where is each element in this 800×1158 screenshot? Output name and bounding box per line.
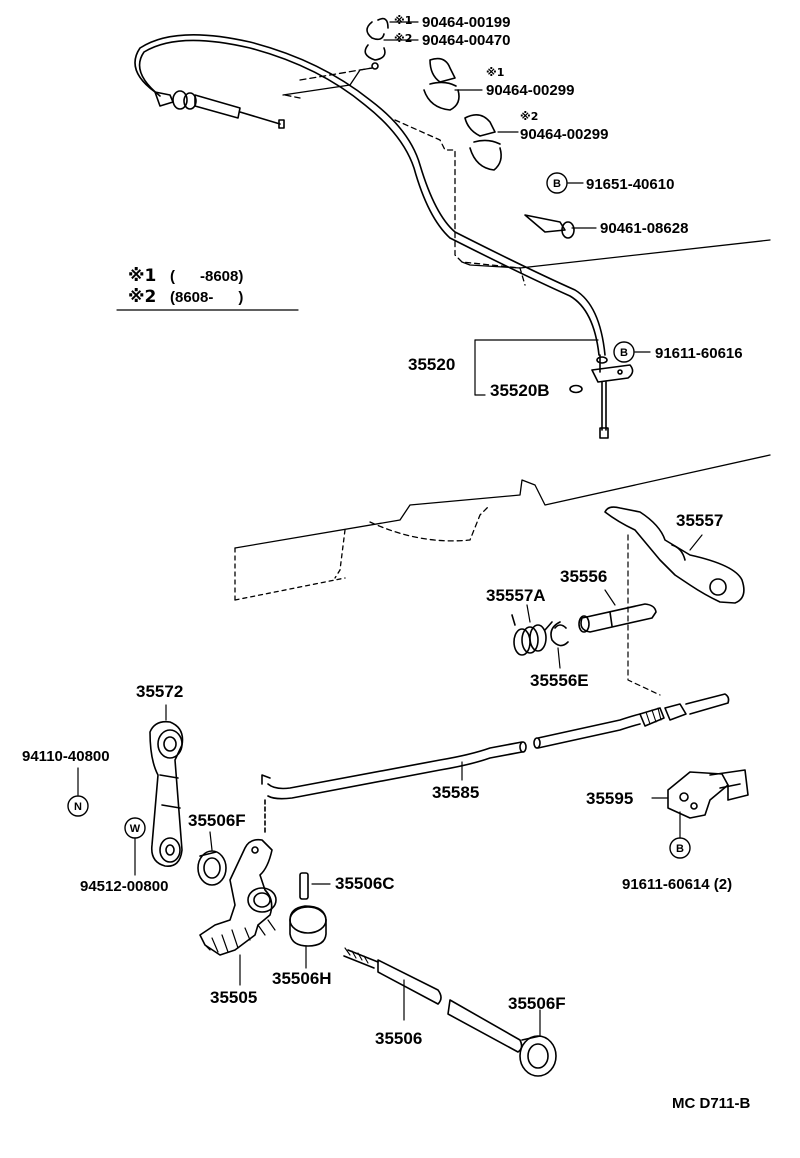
body-outline [234,67,771,601]
label-35520: 35520 [408,355,455,374]
leader-lines-top [116,21,651,396]
label-35572: 35572 [136,682,183,701]
clamp-90464-00299-b [464,114,502,171]
bolt-90461-08628 [524,214,575,239]
label-91651-40610: 91651-40610 [586,176,674,193]
star2-mark-00299: ※2 [520,110,538,123]
shift-cable [134,34,634,439]
label-94110-40800: 94110-40800 [22,748,110,765]
label-35520B: 35520B [490,381,550,400]
label-35505: 35505 [210,988,257,1007]
star2-mark-00470: ※2 [394,32,412,45]
seal-35506F-right [519,1009,557,1077]
label-35506F-right: 35506F [508,994,566,1013]
drawing-code: MC D711-B [672,1095,751,1112]
arm-35572 [149,704,184,867]
label-90461-08628: 90461-08628 [600,220,688,237]
rod-35585 [261,693,730,836]
selector-35505 [199,838,277,986]
label-35557: 35557 [676,511,723,530]
label-90464-00470: 90464-00470 [422,32,510,49]
legend-star1: ※1 [128,266,156,286]
circle-mark-letters: B B N W B [74,178,684,855]
label-35506: 35506 [375,1029,422,1048]
pin-35506C [299,872,331,900]
circle-b-mark-91611-60616: B [620,347,628,359]
circle-n-mark: N [74,801,82,813]
washer-35520B [569,384,583,394]
label-35506H: 35506H [272,969,332,988]
star1-mark-00299: ※1 [486,66,504,79]
e-clip-35556E [550,621,569,669]
shaft-35506 [343,947,523,1053]
label-35506F-left: 35506F [188,811,246,830]
label-90464-00199: 90464-00199 [422,14,510,31]
clip-90464-00199 [364,17,389,70]
star1-mark-00199: ※1 [394,14,412,27]
bushing-35506H [289,905,327,969]
label-91611-60614: 91611-60614 (2) [622,876,732,893]
circle-b-mark-91611-60614: B [676,843,684,855]
label-35556: 35556 [560,567,607,586]
circle-mark-leaders [77,767,136,876]
label-90464-00299-b: 90464-00299 [520,126,608,143]
legend-row1-text: ( -8608) [170,268,243,285]
spring-35557A [511,604,553,656]
clamp-90464-00299-a [423,57,460,111]
label-35556E: 35556E [530,671,589,690]
pin-35556 [578,589,657,633]
label-35585: 35585 [432,783,479,802]
label-94512-00800: 94512-00800 [80,878,168,895]
bracket-35595 [651,769,749,839]
label-35557A: 35557A [486,586,546,605]
label-91611-60616: 91611-60616 [655,345,743,362]
circle-marks [67,172,691,859]
legend-star2: ※2 [128,287,156,307]
label-35595: 35595 [586,789,633,808]
legend-row2-text: (8608- ) [170,289,243,306]
circle-w-mark: W [130,823,141,835]
part-labels: ※1 90464-00199 ※2 90464-00470 ※1 90464-0… [22,14,751,1112]
seal-35506F-left [197,831,227,886]
label-35506C: 35506C [335,874,395,893]
lever-35557 [604,506,745,696]
label-90464-00299-a: 90464-00299 [486,82,574,99]
circle-b-mark-91651: B [553,178,561,190]
